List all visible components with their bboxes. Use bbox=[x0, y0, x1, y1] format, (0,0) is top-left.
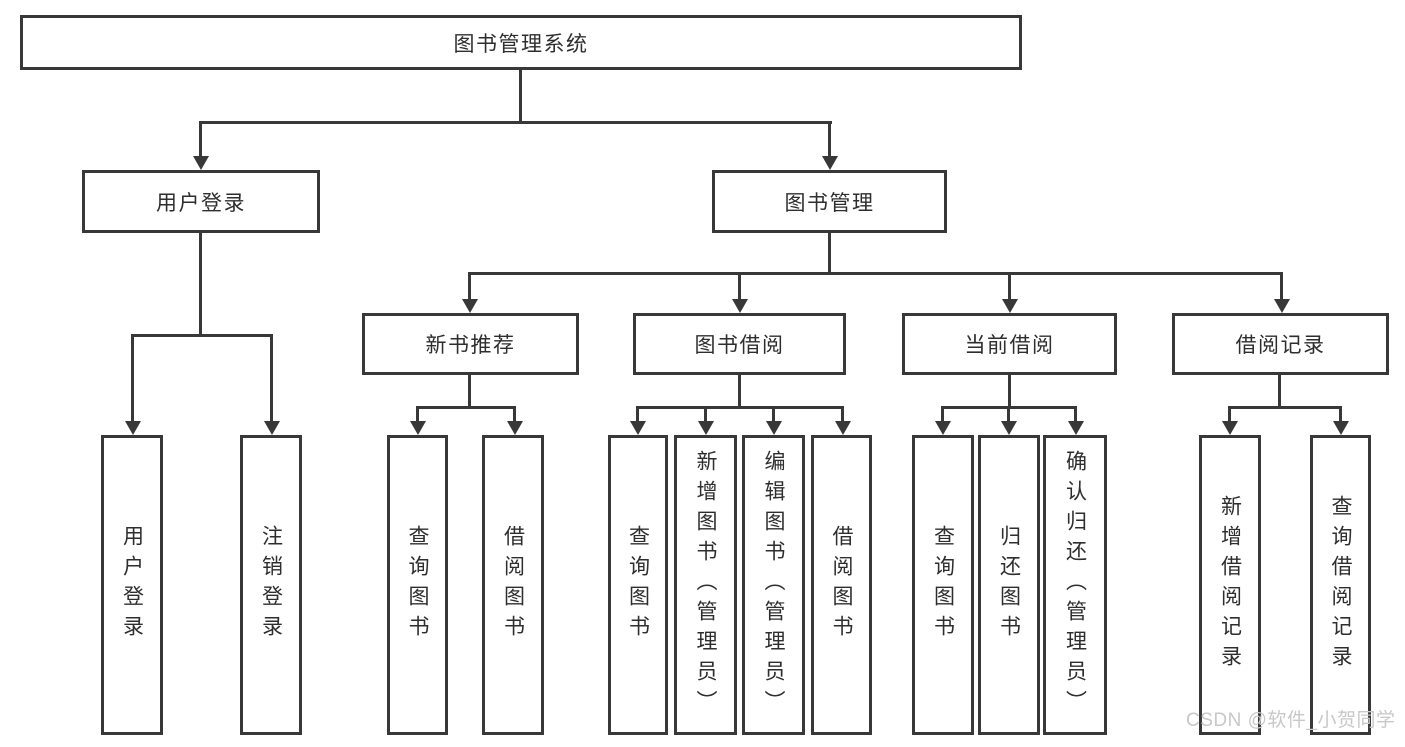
leaf-query-borrow-record: 查询借阅记录 bbox=[1310, 435, 1371, 735]
connector-line bbox=[828, 233, 831, 275]
leaf-add-borrow-record: 新增借阅记录 bbox=[1199, 435, 1261, 735]
node-book-management: 图书管理 bbox=[712, 170, 947, 233]
node-root: 图书管理系统 bbox=[20, 15, 1022, 70]
connector-line bbox=[270, 334, 273, 423]
connector-line bbox=[416, 406, 516, 409]
connector-line bbox=[1280, 272, 1283, 302]
connector-line bbox=[1278, 375, 1281, 409]
node-label: 图书借阅 bbox=[694, 334, 785, 357]
connector-line bbox=[772, 406, 775, 423]
connector-line bbox=[131, 334, 134, 423]
connector-line bbox=[131, 334, 273, 337]
arrowhead-down-icon bbox=[1002, 299, 1018, 313]
arrowhead-down-icon bbox=[835, 421, 851, 435]
leaf-borrow-book-newbook: 借阅图书 bbox=[482, 435, 544, 735]
arrowhead-down-icon bbox=[1274, 299, 1290, 313]
connector-line bbox=[519, 70, 522, 124]
arrowhead-down-icon bbox=[1001, 421, 1017, 435]
connector-line bbox=[636, 406, 639, 423]
arrowhead-down-icon bbox=[935, 421, 951, 435]
connector-line bbox=[841, 406, 844, 423]
leaf-edit-book-admin: 编辑图书（管理员） bbox=[742, 435, 805, 735]
connector-line bbox=[468, 375, 471, 409]
arrowhead-down-icon bbox=[698, 421, 714, 435]
connector-line bbox=[1007, 406, 1010, 423]
arrowhead-down-icon bbox=[1068, 421, 1084, 435]
leaf-add-book-admin: 新增图书（管理员） bbox=[674, 435, 737, 735]
connector-line bbox=[199, 121, 832, 124]
connector-line bbox=[1074, 406, 1077, 423]
node-borrow-records: 借阅记录 bbox=[1172, 313, 1389, 375]
arrowhead-down-icon bbox=[630, 421, 646, 435]
leaf-label: 借阅图书 bbox=[830, 525, 853, 645]
leaf-label: 查询图书 bbox=[406, 525, 429, 645]
connector-line bbox=[738, 375, 741, 409]
connector-line bbox=[416, 406, 419, 423]
arrowhead-down-icon bbox=[410, 421, 426, 435]
leaf-label: 确认归还（管理员） bbox=[1063, 450, 1087, 720]
leaf-query-book-newbook: 查询图书 bbox=[387, 435, 448, 735]
arrowhead-down-icon bbox=[1222, 421, 1238, 435]
leaf-label: 归还图书 bbox=[997, 525, 1021, 645]
leaf-label: 查询图书 bbox=[931, 525, 955, 645]
leaf-label: 注销登录 bbox=[259, 525, 283, 645]
connector-line bbox=[513, 406, 516, 423]
leaf-query-book-current: 查询图书 bbox=[912, 435, 974, 735]
connector-line bbox=[1339, 406, 1342, 423]
arrowhead-down-icon bbox=[125, 421, 141, 435]
connector-line bbox=[468, 272, 1283, 275]
node-label: 新书推荐 bbox=[425, 334, 516, 357]
arrowhead-down-icon bbox=[766, 421, 782, 435]
arrowhead-down-icon bbox=[507, 421, 523, 435]
arrowhead-down-icon bbox=[264, 421, 280, 435]
arrowhead-down-icon bbox=[1333, 421, 1349, 435]
leaf-label: 查询图书 bbox=[626, 525, 650, 645]
arrowhead-down-icon bbox=[193, 156, 209, 170]
csdn-watermark: CSDN @软件_小贺同学 bbox=[1186, 710, 1396, 731]
leaf-user-login: 用户登录 bbox=[101, 435, 163, 735]
connector-line bbox=[941, 406, 944, 423]
leaf-label: 新增借阅记录 bbox=[1218, 495, 1242, 675]
leaf-borrow-book-borrow: 借阅图书 bbox=[811, 435, 872, 735]
connector-line bbox=[1228, 406, 1342, 409]
leaf-query-book-borrow: 查询图书 bbox=[608, 435, 668, 735]
connector-line bbox=[704, 406, 707, 423]
leaf-label: 新增图书（管理员） bbox=[694, 450, 717, 720]
connector-line bbox=[1008, 272, 1011, 302]
leaf-logout: 注销登录 bbox=[240, 435, 302, 735]
connector-line bbox=[738, 272, 741, 302]
node-label: 当前借阅 bbox=[964, 334, 1055, 357]
connector-line bbox=[199, 233, 202, 337]
leaf-label: 用户登录 bbox=[120, 525, 144, 645]
node-user-login: 用户登录 bbox=[82, 170, 320, 233]
connector-line bbox=[636, 406, 844, 409]
node-new-book-recommend: 新书推荐 bbox=[362, 313, 579, 375]
leaf-return-book: 归还图书 bbox=[978, 435, 1040, 735]
leaf-label: 借阅图书 bbox=[501, 525, 525, 645]
node-book-borrow: 图书借阅 bbox=[633, 313, 846, 375]
connector-line bbox=[199, 121, 202, 159]
connector-line bbox=[828, 121, 831, 159]
leaf-label: 编辑图书（管理员） bbox=[762, 450, 785, 720]
arrowhead-down-icon bbox=[822, 156, 838, 170]
node-label: 图书管理 bbox=[784, 191, 875, 215]
node-label: 用户登录 bbox=[156, 191, 246, 215]
connector-line bbox=[1228, 406, 1231, 423]
node-label: 图书管理系统 bbox=[453, 32, 589, 56]
connector-line bbox=[1008, 375, 1011, 409]
node-label: 借阅记录 bbox=[1235, 334, 1326, 357]
arrowhead-down-icon bbox=[732, 299, 748, 313]
connector-line bbox=[468, 272, 471, 302]
leaf-confirm-return-admin: 确认归还（管理员） bbox=[1043, 435, 1107, 735]
node-current-borrow: 当前借阅 bbox=[902, 313, 1117, 375]
leaf-label: 查询借阅记录 bbox=[1329, 495, 1352, 675]
arrowhead-down-icon bbox=[462, 299, 478, 313]
